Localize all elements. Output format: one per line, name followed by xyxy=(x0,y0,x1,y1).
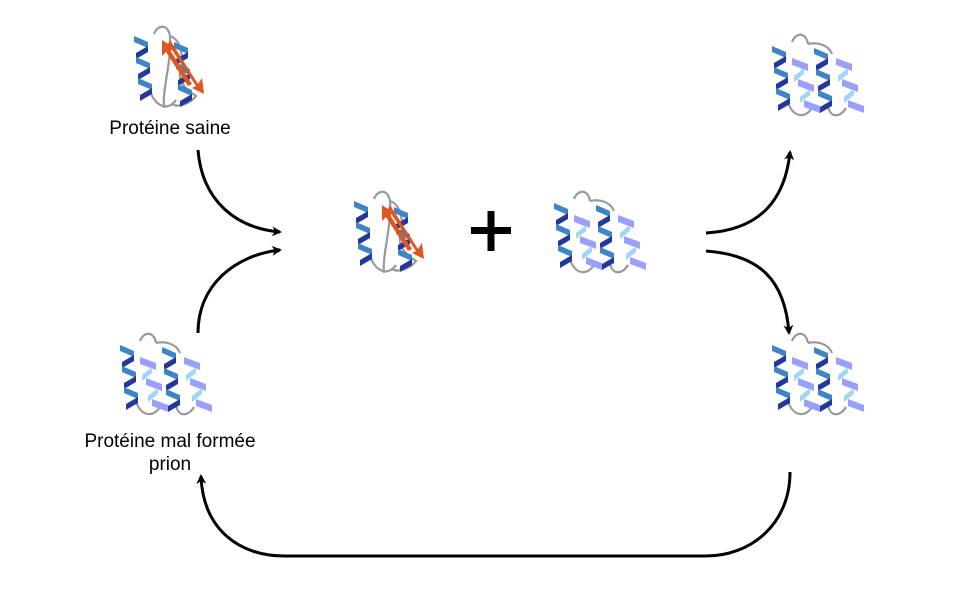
misfolded-protein-label-line1: Protéine mal formée xyxy=(84,431,256,452)
prion-protein-bottom-left xyxy=(120,334,212,415)
prion-protein-bottom-right xyxy=(772,334,864,415)
arrow-healthy-to-center xyxy=(196,149,282,237)
arrow-prion-to-center xyxy=(196,245,282,334)
arrow-center-to-top-right xyxy=(705,150,795,235)
misfolded-protein-label: Protéine mal formée prion xyxy=(40,430,300,476)
prion-protein-top-right xyxy=(772,35,864,116)
misfolded-protein-label-line2: prion xyxy=(148,454,192,475)
healthy-protein-top-left xyxy=(134,27,204,108)
healthy-protein-label: Protéine saine xyxy=(109,118,231,139)
healthy-protein-center xyxy=(354,192,424,273)
prion-protein-center xyxy=(554,192,646,273)
arrow-recycle-to-prion xyxy=(196,471,792,558)
plus-icon xyxy=(471,211,511,251)
arrow-center-to-bottom-right xyxy=(705,249,794,335)
